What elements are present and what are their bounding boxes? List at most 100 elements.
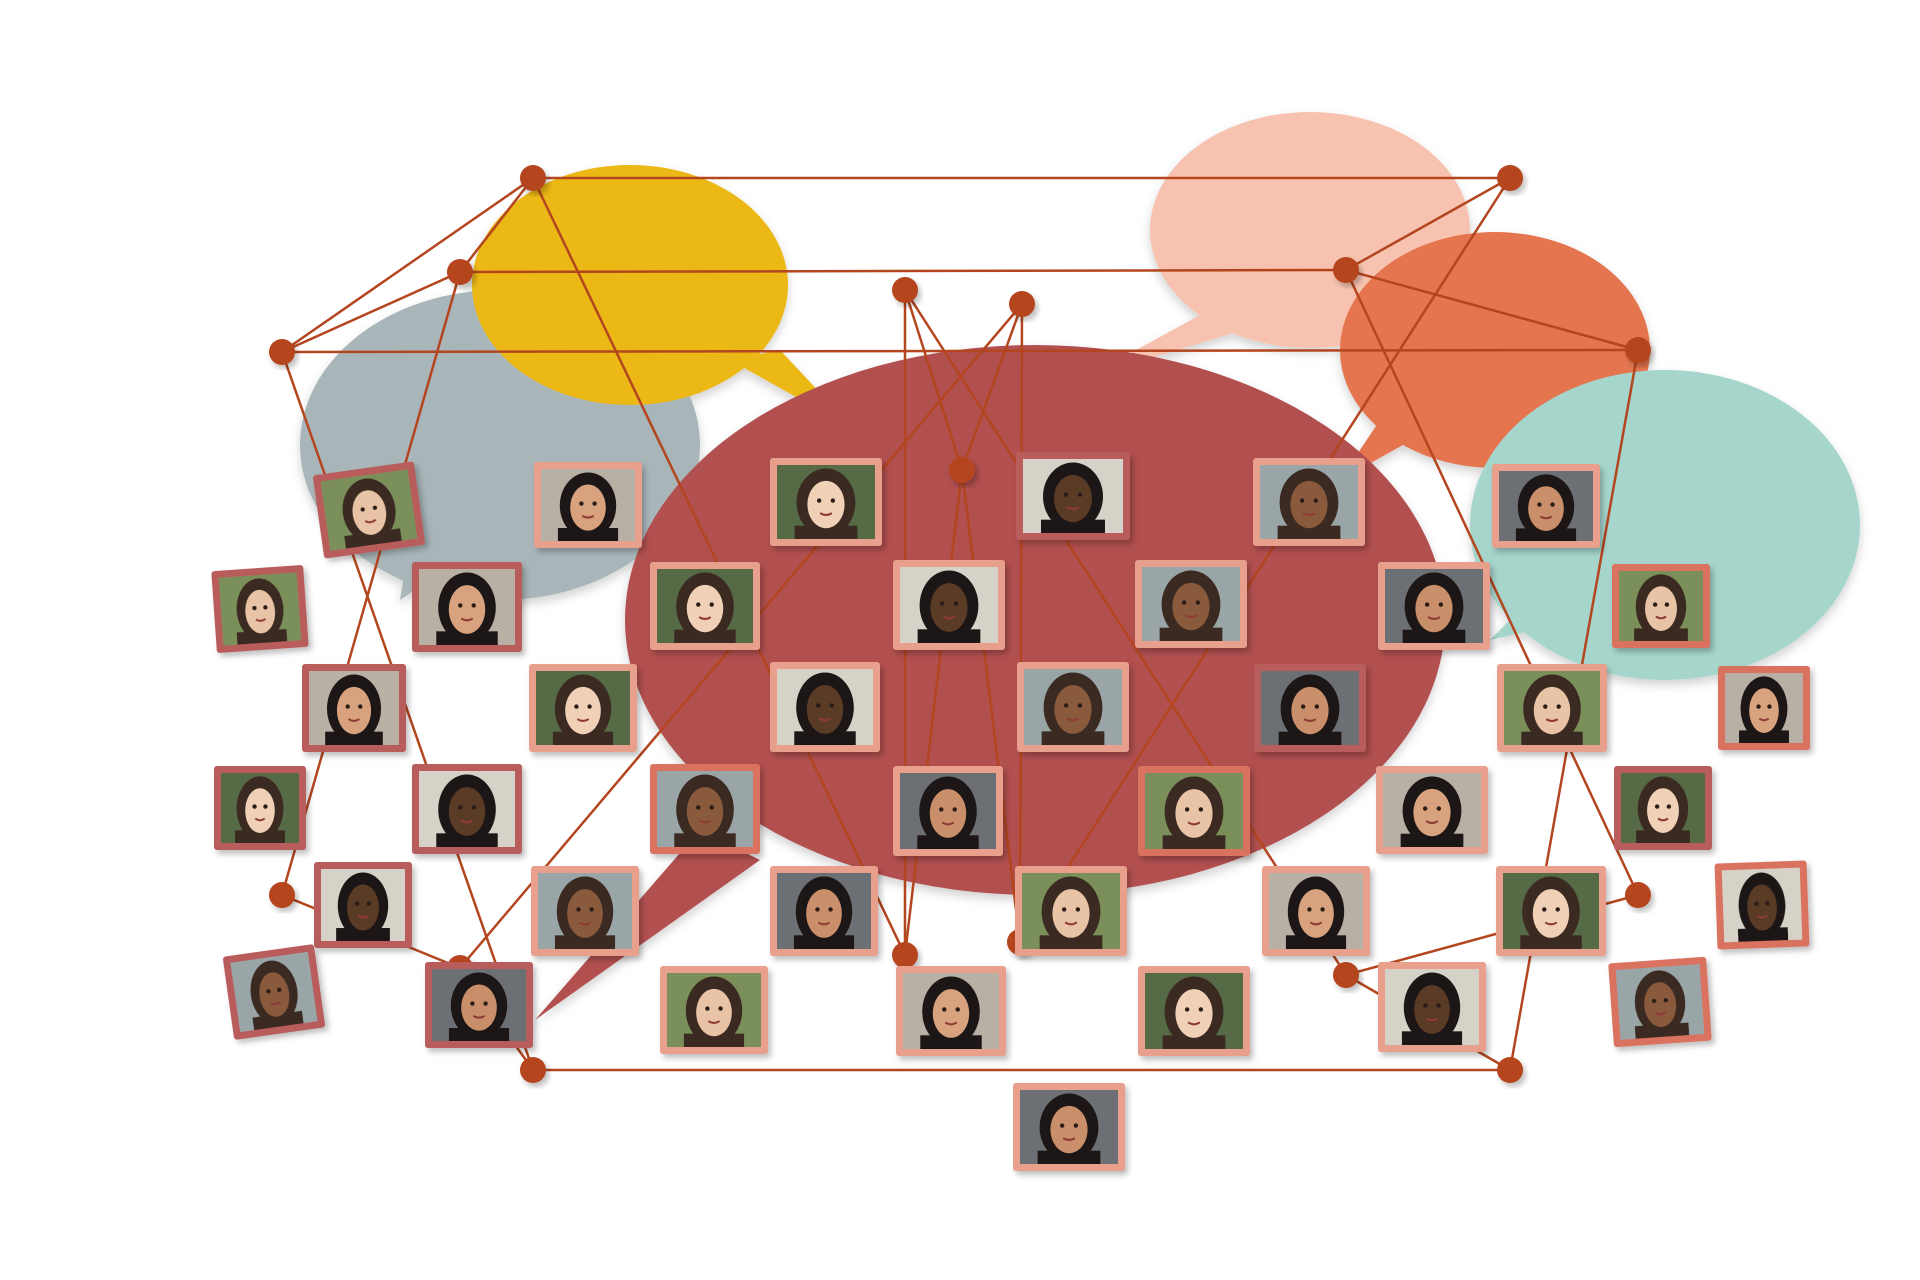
portrait-tile <box>770 662 880 752</box>
connection-line <box>280 271 462 896</box>
connection-line <box>903 469 964 956</box>
portrait-tile <box>1496 866 1606 956</box>
portrait-tile <box>650 562 760 650</box>
person-portrait-icon <box>1737 872 1789 942</box>
network-node-icon <box>269 882 295 908</box>
network-node-icon <box>1497 1057 1523 1083</box>
portrait-tile <box>222 944 326 1040</box>
person-portrait-icon <box>250 960 304 1031</box>
person-portrait-icon <box>1400 776 1464 847</box>
person-portrait-icon <box>1278 674 1342 745</box>
speech-bubble-mint <box>1470 370 1860 680</box>
portrait-tile <box>534 462 642 548</box>
portrait-tile <box>1378 562 1490 650</box>
portrait-tile <box>1614 766 1712 850</box>
portrait-tile <box>1608 956 1712 1048</box>
portrait-tile <box>1016 452 1130 540</box>
connection-line <box>1018 303 1024 943</box>
network-node-icon <box>949 457 975 483</box>
person-portrait-icon <box>1402 572 1466 643</box>
person-portrait-icon <box>325 674 383 745</box>
portrait-tile <box>1253 458 1365 546</box>
person-portrait-icon <box>1634 970 1690 1039</box>
person-portrait-icon <box>917 776 979 849</box>
portrait-tile <box>1714 860 1810 950</box>
portrait-tile <box>660 966 768 1054</box>
person-portrait-icon <box>1277 468 1341 539</box>
network-node-icon <box>269 339 295 365</box>
connection-line <box>459 177 534 273</box>
person-portrait-icon <box>336 872 390 941</box>
person-portrait-icon <box>436 774 498 847</box>
portrait-tile <box>1138 966 1250 1056</box>
portrait-tile <box>425 962 533 1048</box>
portrait-tile <box>211 565 309 653</box>
portrait-tile <box>313 461 425 559</box>
portrait-tile <box>896 966 1006 1056</box>
portrait-tile <box>1612 564 1710 648</box>
network-connections <box>280 176 1640 1072</box>
connection-line <box>459 268 1347 274</box>
person-portrait-icon <box>920 976 982 1049</box>
connection-line <box>1018 177 1512 943</box>
portrait-tile <box>770 458 882 546</box>
person-portrait-icon <box>554 876 616 949</box>
person-portrait-icon <box>1634 574 1688 641</box>
portrait-tile <box>214 766 306 850</box>
portrait-tile <box>1492 464 1600 548</box>
connection-line <box>1345 268 1639 352</box>
network-node-icon <box>1625 337 1651 363</box>
portrait-tile <box>1254 664 1366 752</box>
portrait-tile <box>302 664 406 752</box>
connection-line <box>281 176 534 354</box>
person-portrait-icon <box>342 478 402 549</box>
person-portrait-icon <box>1162 776 1226 849</box>
portrait-tile <box>893 766 1003 856</box>
person-portrait-icon <box>557 472 619 541</box>
connection-line <box>1344 269 1640 896</box>
person-portrait-icon <box>1520 876 1582 949</box>
network-node-icon <box>1333 257 1359 283</box>
portrait-tile <box>1138 766 1250 856</box>
portrait-tile <box>1262 866 1370 956</box>
person-portrait-icon <box>1037 1093 1101 1164</box>
connection-line <box>1345 176 1511 272</box>
portrait-tile <box>1718 666 1810 750</box>
network-node-icon <box>1009 291 1035 317</box>
portrait-tile <box>1135 560 1247 648</box>
person-portrait-icon <box>1039 876 1103 949</box>
person-portrait-icon <box>1401 972 1463 1045</box>
connection-line <box>281 348 1639 354</box>
portrait-tile <box>893 560 1005 650</box>
network-node-icon <box>1333 962 1359 988</box>
portrait-tile <box>1013 1083 1125 1171</box>
person-portrait-icon <box>1515 474 1577 541</box>
network-node-icon <box>520 1057 546 1083</box>
portrait-tile <box>1015 866 1127 956</box>
person-portrait-icon <box>794 468 858 539</box>
person-portrait-icon <box>1159 570 1223 641</box>
person-portrait-icon <box>1162 976 1226 1049</box>
person-portrait-icon <box>235 776 285 843</box>
person-portrait-icon <box>1636 776 1690 843</box>
person-portrait-icon <box>1041 462 1105 533</box>
network-node-icon <box>1497 165 1523 191</box>
connection-line <box>281 270 461 354</box>
portrait-tile <box>1378 962 1486 1052</box>
person-portrait-icon <box>917 570 981 643</box>
connection-line <box>960 303 1024 471</box>
portrait-tile <box>412 562 522 652</box>
person-portrait-icon <box>1041 672 1105 745</box>
portrait-tile <box>529 664 637 752</box>
person-portrait-icon <box>1739 676 1789 743</box>
person-portrait-icon <box>674 572 736 643</box>
person-portrait-icon <box>683 976 745 1047</box>
person-portrait-icon <box>794 672 856 745</box>
portrait-tile <box>412 764 522 854</box>
portrait-tile <box>314 862 412 948</box>
portrait-grid <box>211 452 1810 1171</box>
connection-line <box>903 289 1348 976</box>
network-nodes <box>269 165 1651 1083</box>
person-portrait-icon <box>1285 876 1347 949</box>
